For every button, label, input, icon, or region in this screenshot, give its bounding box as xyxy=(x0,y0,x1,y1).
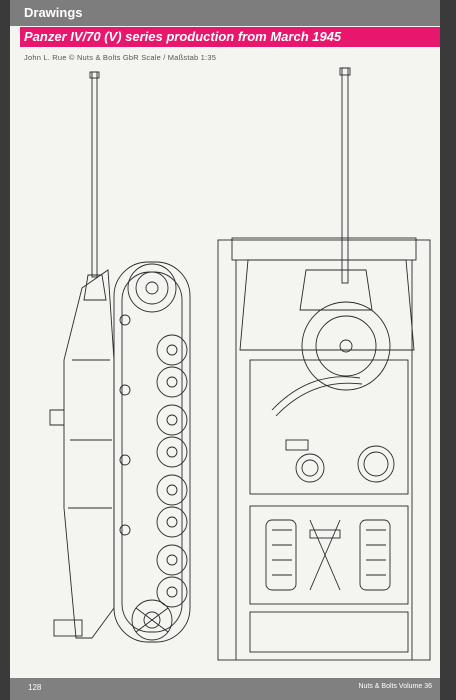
top-loader-hatch xyxy=(357,445,395,483)
page-number: 128 xyxy=(28,683,42,692)
side-idler-wheel xyxy=(131,599,173,641)
top-hull-outline xyxy=(217,239,431,661)
top-mantlet-ring xyxy=(301,301,391,391)
top-muzzle xyxy=(339,67,351,76)
publication-name: Nuts & Bolts Volume 36 xyxy=(358,683,432,690)
side-muzzle xyxy=(89,71,100,79)
side-track xyxy=(113,261,191,643)
top-engine-deck xyxy=(249,505,409,605)
side-hull xyxy=(63,269,115,639)
section-label: Drawings xyxy=(24,5,83,20)
top-glacis xyxy=(239,259,415,351)
side-view-drawing xyxy=(49,71,191,643)
top-gun-mount xyxy=(299,269,373,311)
document-page: Drawings Panzer IV/70 (V) series product… xyxy=(10,0,440,700)
top-radiator-left xyxy=(265,519,297,591)
technical-drawing xyxy=(49,67,431,661)
top-commander-hatch xyxy=(295,453,325,483)
top-gun-barrel xyxy=(341,67,349,284)
section-header-bar: Drawings xyxy=(10,0,440,26)
side-mantlet xyxy=(83,274,107,301)
top-rail-arc xyxy=(271,376,361,411)
side-road-wheels xyxy=(156,334,188,608)
top-rear-deck xyxy=(249,611,409,653)
title-banner: Panzer IV/70 (V) series production from … xyxy=(20,27,440,47)
footer-bar: 128 Nuts & Bolts Volume 36 xyxy=(10,678,440,700)
credit-line: John L. Rue © Nuts & Bolts GbR Scale / M… xyxy=(24,53,217,62)
top-radiator-right xyxy=(359,519,391,591)
page-title: Panzer IV/70 (V) series production from … xyxy=(24,29,342,44)
top-view-drawing xyxy=(217,67,431,661)
side-gun-barrel xyxy=(91,71,98,278)
top-roof-plate xyxy=(249,359,409,495)
side-drive-sprocket xyxy=(127,263,177,313)
